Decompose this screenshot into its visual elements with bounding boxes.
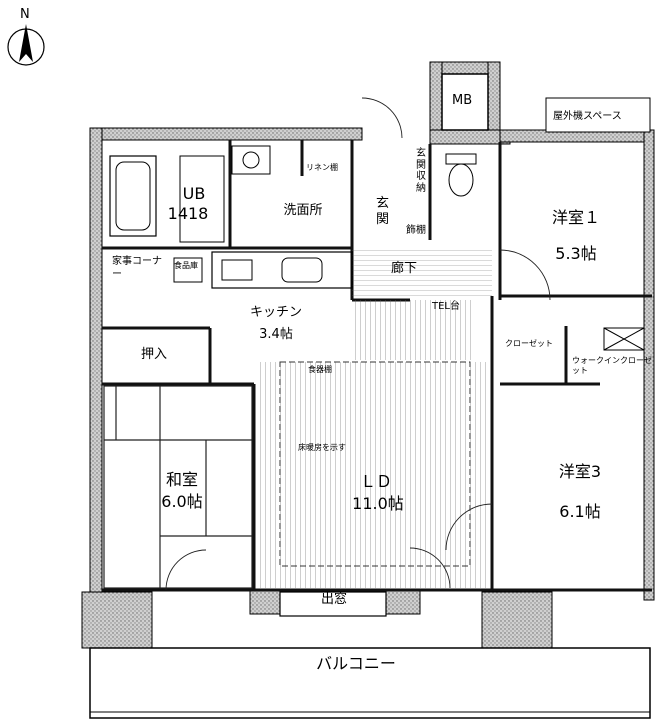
western3-name: 洋室3	[558, 462, 602, 481]
interior-walls	[102, 140, 652, 592]
washroom-label: 洗面所	[283, 203, 323, 218]
western1-name: 洋室１	[551, 208, 601, 227]
floor-heating-label: 床暖房を示す	[298, 443, 346, 452]
north-arrow-icon	[7, 24, 45, 66]
western1-size: 5.3帖	[555, 244, 597, 263]
closet-label: クローゼット	[505, 339, 553, 348]
linen-shelf-label: リネン棚	[306, 163, 338, 172]
ld-name: ＬＤ	[359, 472, 393, 491]
outdoor-unit-label: 屋外機スペース	[553, 111, 622, 122]
balcony-label: バルコニー	[316, 654, 396, 673]
decor-shelf-label: 飾棚	[406, 225, 426, 236]
entrance-storage-label: 玄関収納	[416, 148, 426, 194]
tatami-mats	[103, 385, 253, 589]
pantry-label: 食品庫	[174, 261, 198, 270]
western3-size: 6.1帖	[559, 502, 601, 521]
door-swings	[165, 97, 551, 591]
ld-size: 11.0帖	[352, 494, 404, 513]
kitchen-size: 3.4帖	[259, 327, 293, 342]
tel-stand-label: TEL台	[432, 301, 460, 312]
ld-floor	[258, 362, 490, 588]
entrance-label: 玄関	[376, 196, 390, 227]
ub-name: UB	[182, 184, 206, 203]
compass-label: N	[20, 7, 30, 22]
dish-shelf-label: 食器棚	[308, 365, 332, 374]
housework-corner-label: 家事コーナー	[112, 256, 162, 280]
oshiire-label: 押入	[140, 347, 168, 362]
ub-size: 1418	[167, 204, 209, 223]
corridor-label: 廊下	[391, 261, 418, 276]
balcony-outline	[89, 647, 651, 719]
mb-label: MB	[452, 93, 473, 108]
washitsu-name: 和室	[165, 470, 199, 489]
bay-window-label: 出窓	[320, 592, 348, 607]
washitsu-size: 6.0帖	[161, 492, 203, 511]
kitchen-name: キッチン	[249, 305, 303, 320]
walkin-closet-label: ウォークインクローゼット	[572, 356, 652, 376]
